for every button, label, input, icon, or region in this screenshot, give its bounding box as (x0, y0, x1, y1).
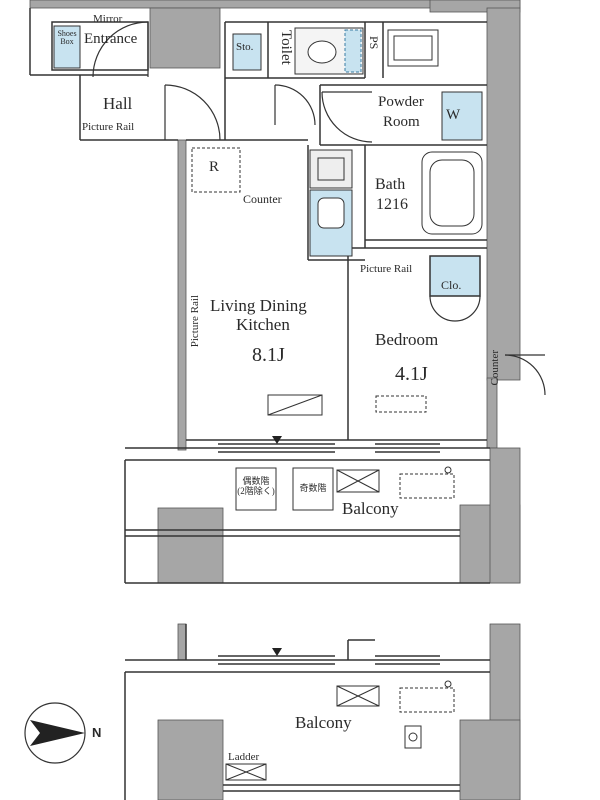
compass-icon (24, 702, 86, 764)
even-floor-note: 偶数階 (2階除く) (237, 476, 275, 497)
bath-size-label: 1216 (376, 196, 408, 213)
ldk-picture-rail-label: Picture Rail (189, 295, 201, 348)
ldk-label-line2: Kitchen (236, 315, 290, 334)
closet-label: Clo. (441, 278, 462, 292)
mirror-label: Mirror (93, 13, 123, 25)
lower-balcony-label: Balcony (295, 713, 352, 732)
storage-label: Sto. (236, 41, 254, 53)
shoes-box-label: Shoes Box (57, 29, 77, 47)
door-swings (92, 21, 546, 396)
fixtures (53, 25, 483, 781)
powder-room-label-line2: Room (383, 114, 420, 130)
kitchen-counter-label: Counter (243, 192, 282, 206)
washer-label: W (446, 107, 461, 123)
hall-picture-rail-label: Picture Rail (82, 121, 135, 133)
bath-label: Bath (375, 176, 406, 193)
ldk-area-label: 8.1J (252, 344, 285, 366)
ladder-label: Ladder (228, 751, 260, 763)
refrigerator-label: R (209, 159, 220, 175)
toilet-label: Toilet (278, 30, 294, 65)
ps-label: PS (367, 36, 381, 50)
interior-walls (29, 8, 490, 800)
bedroom-area-label: 4.1J (395, 363, 428, 385)
powder-room-label-line1: Powder (378, 94, 424, 110)
hall-label: Hall (103, 94, 133, 113)
bedroom-label: Bedroom (375, 330, 439, 349)
structural-walls (29, 0, 521, 800)
compass-north-label: N (92, 725, 102, 740)
ldk-label-line1: Living Dining (210, 296, 307, 315)
side-counter-label: Counter (489, 350, 501, 386)
bedroom-picture-rail-label: Picture Rail (360, 263, 413, 275)
upper-balcony-label: Balcony (342, 499, 399, 518)
entrance-label: Entrance (84, 31, 138, 47)
odd-floor-note: 奇数階 (299, 483, 327, 493)
